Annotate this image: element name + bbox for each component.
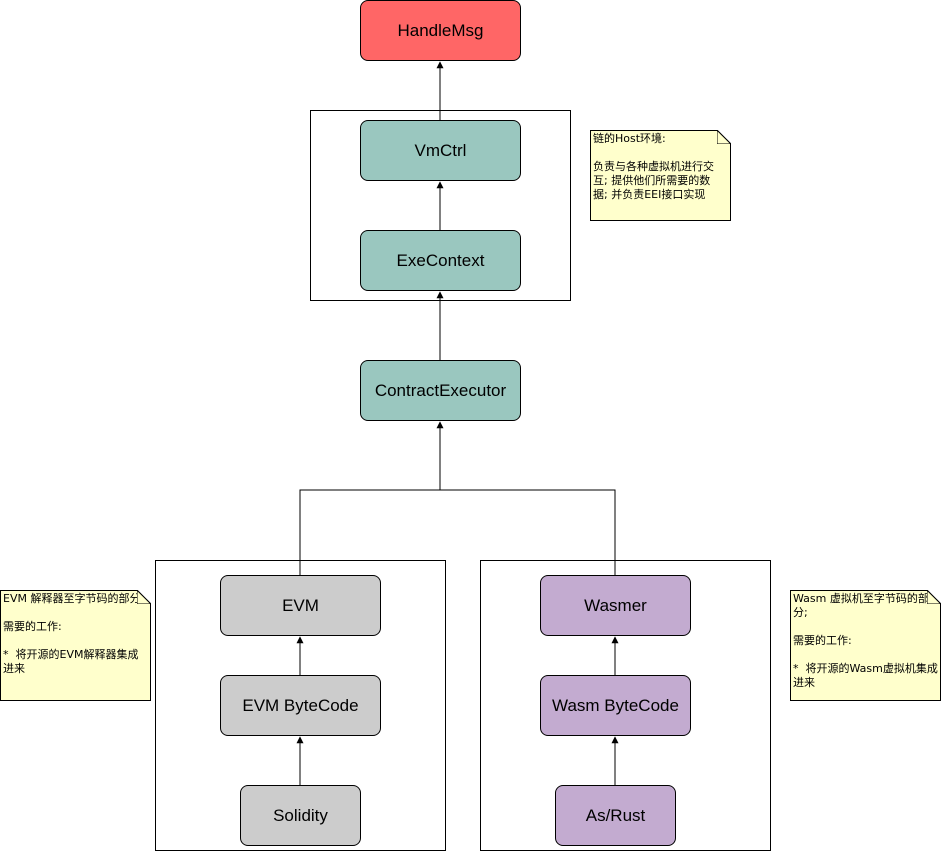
wasmer-node[interactable]: Wasmer (540, 575, 691, 636)
solidity-node[interactable]: Solidity (240, 785, 361, 846)
wasm-bytecode-node[interactable]: Wasm ByteCode (540, 675, 691, 736)
vm-ctrl-node[interactable]: VmCtrl (360, 120, 521, 181)
edge-evm-to-executor (299, 421, 444, 575)
evm-note-fold-icon (137, 590, 151, 604)
evm-note[interactable]: EVM 解释器至字节码的部分; 需要的工作: * 将开源的EVM解释器集成进来 (0, 590, 151, 701)
host-note-fold-icon (717, 130, 731, 144)
as-rust-node[interactable]: As/Rust (555, 785, 676, 846)
handle-msg-node[interactable]: HandleMsg (360, 0, 521, 61)
wasm-note-fold-icon (927, 590, 941, 604)
exe-context-node[interactable]: ExeContext (360, 230, 521, 291)
wasm-note[interactable]: Wasm 虚拟机至字节码的部分; 需要的工作: * 将开源的Wasm虚拟机集成进… (790, 590, 941, 701)
edge-wasmer-to-executor (440, 489, 616, 575)
evm-node[interactable]: EVM (220, 575, 381, 636)
host-note[interactable]: 链的Host环境: 负责与各种虚拟机进行交互; 提供他们所需要的数据; 并负责E… (590, 130, 731, 221)
contract-executor-node[interactable]: ContractExecutor (360, 360, 521, 421)
evm-bytecode-node[interactable]: EVM ByteCode (220, 675, 381, 736)
